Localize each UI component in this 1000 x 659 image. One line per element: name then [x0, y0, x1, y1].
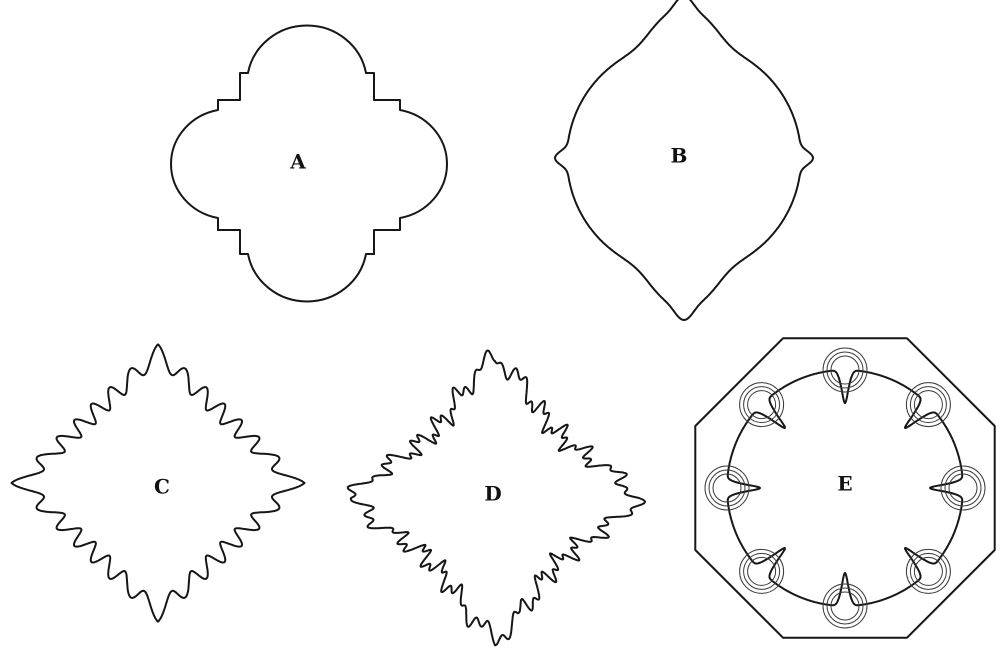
figure-e-cusp-ring: [826, 351, 864, 389]
figure-e-cusp-ring: [743, 386, 781, 424]
figure-a-label: A: [289, 150, 306, 174]
figure-e-cusp-ring: [913, 390, 943, 420]
figure-d: D: [346, 349, 646, 647]
figure-b: B: [554, 0, 814, 321]
figure-e-cusp-ring: [905, 548, 951, 594]
figure-e-cusp-ring: [822, 347, 868, 393]
figure-d-outline: [346, 349, 646, 647]
figure-e-cusp-ring: [822, 583, 868, 629]
figure-e-cusp-ring: [913, 556, 943, 586]
figure-b-label: B: [671, 144, 688, 168]
figure-e-cusp-ring: [948, 473, 978, 503]
figure-b-outline: [554, 0, 814, 321]
figure-e-cusp-ring: [739, 548, 785, 594]
figure-e-cusp-ring: [743, 552, 781, 590]
figure-e-cusp-ring: [909, 552, 947, 590]
figure-c: C: [10, 343, 306, 623]
figure-e-cusp-ring: [708, 469, 746, 507]
figure-e-label: E: [837, 472, 852, 496]
figure-e-cusp-ring: [826, 587, 864, 625]
figure-e-cusp-ring: [830, 591, 860, 621]
figure-a-outline: [170, 24, 448, 303]
figure-d-label: D: [484, 482, 501, 506]
figure-e-cusp-ring: [905, 382, 951, 428]
figure-c-label: C: [154, 475, 170, 499]
figure-e-cusp-ring: [712, 473, 742, 503]
figure-e-cusp-ring: [940, 465, 986, 511]
figure-e-cusp-ring: [909, 386, 947, 424]
figure-e-cusp-ring: [747, 556, 777, 586]
figure-e-cusp-mouldings: [704, 347, 986, 629]
figure-e-cusp-ring: [739, 382, 785, 428]
figure-e-cusp-ring: [704, 465, 750, 511]
figure-e: E: [694, 337, 996, 639]
figure-a: A: [170, 24, 448, 303]
figure-e-cusp-ring: [830, 355, 860, 385]
figure-c-outline: [10, 343, 306, 623]
figure-e-cusp-ring: [747, 390, 777, 420]
figure-e-cusp-ring: [944, 469, 982, 507]
figure-e-inner-outline: [726, 369, 964, 607]
